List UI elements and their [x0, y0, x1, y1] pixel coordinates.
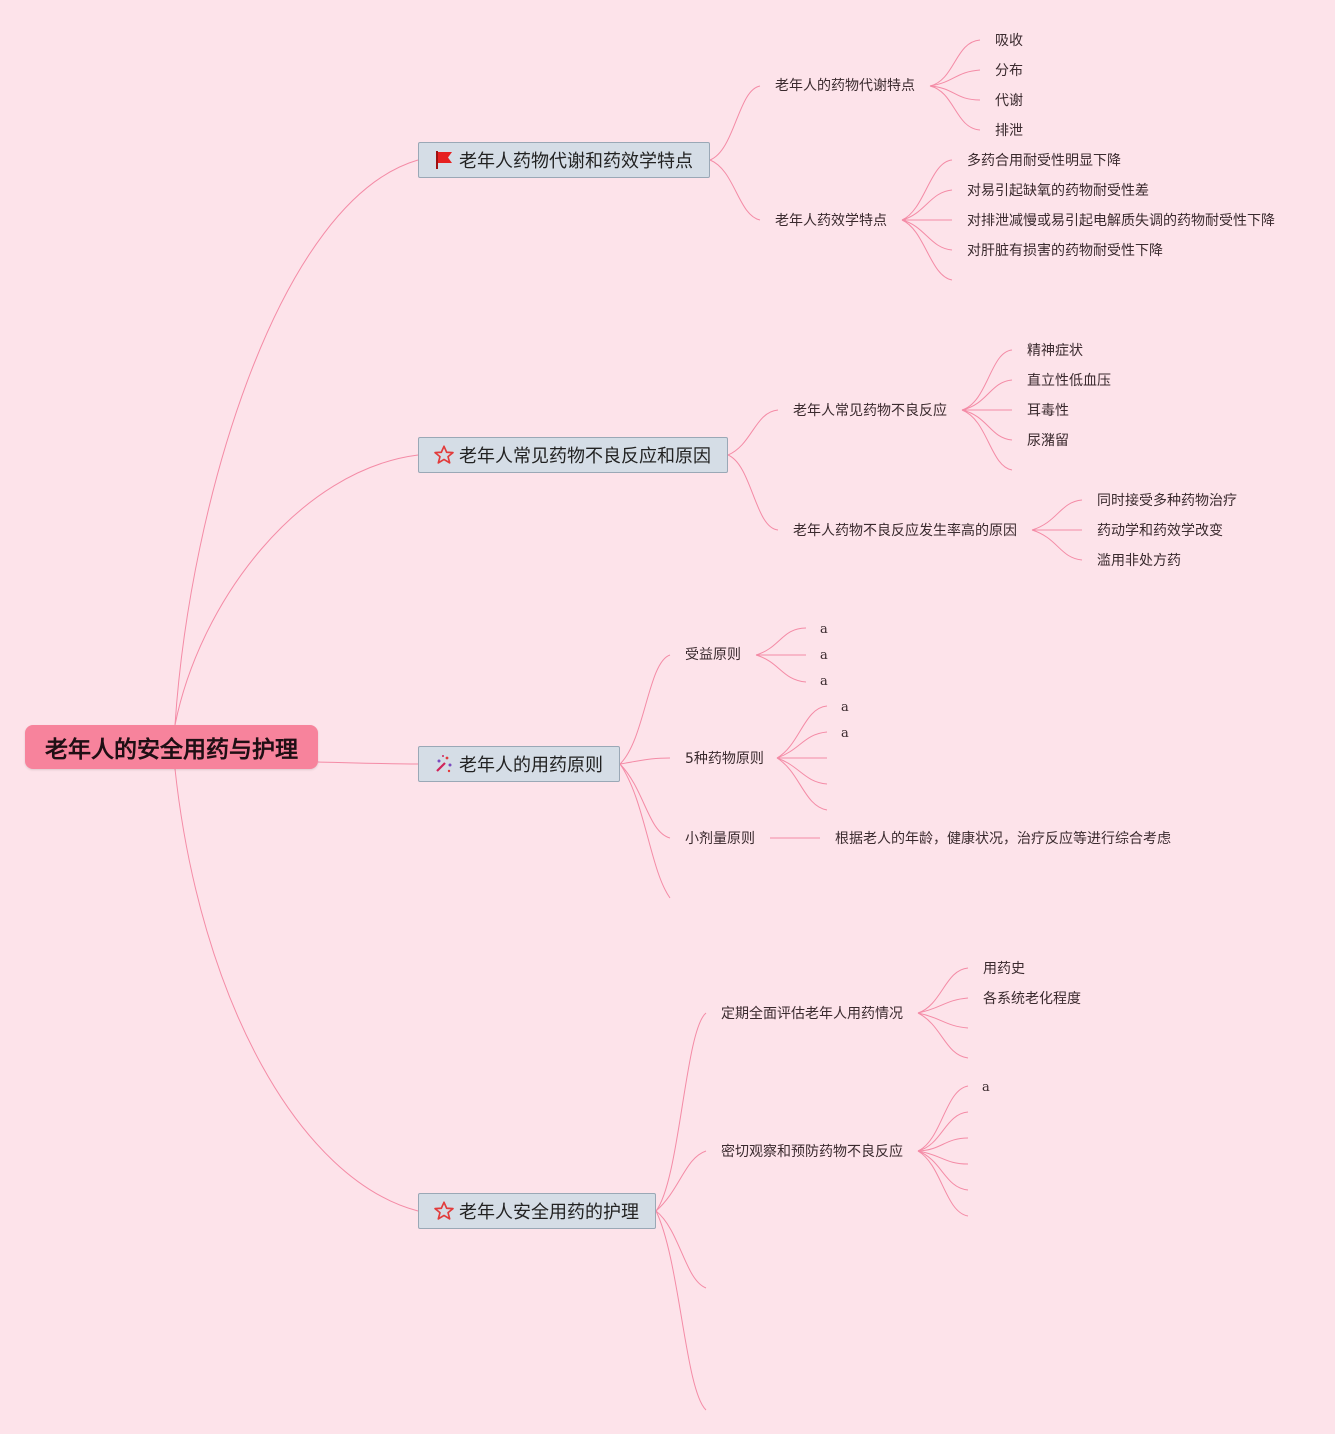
leaf-topic[interactable]: a: [982, 1080, 990, 1095]
leaf-topic[interactable]: 精神症状: [1027, 343, 1083, 359]
leaf-topic[interactable]: 对肝脏有损害的药物耐受性下降: [967, 243, 1163, 259]
branch-topic[interactable]: 老年人安全用药的护理: [418, 1193, 656, 1229]
subtopic[interactable]: 老年人药效学特点: [775, 213, 887, 229]
leaf-topic[interactable]: 代谢: [995, 93, 1023, 109]
subtopic[interactable]: 5种药物原则: [685, 751, 764, 767]
branch-topic[interactable]: 老年人的用药原则: [418, 746, 620, 782]
leaf-topic[interactable]: 用药史: [983, 961, 1025, 977]
root-topic[interactable]: 老年人的安全用药与护理: [25, 725, 318, 769]
leaf-topic[interactable]: 对排泄减慢或易引起电解质失调的药物耐受性下降: [967, 213, 1275, 229]
branch-label: 老年人常见药物不良反应和原因: [459, 446, 711, 467]
subtopic[interactable]: 老年人的药物代谢特点: [775, 78, 915, 94]
subtopic[interactable]: 受益原则: [685, 647, 741, 663]
leaf-topic[interactable]: 各系统老化程度: [983, 991, 1081, 1007]
sparkle-wand-icon: [433, 753, 455, 775]
leaf-topic[interactable]: 对易引起缺氧的药物耐受性差: [967, 183, 1149, 199]
branch-label: 老年人的用药原则: [459, 755, 603, 776]
leaf-topic[interactable]: a: [841, 700, 849, 715]
leaf-topic[interactable]: 根据老人的年龄，健康状况，治疗反应等进行综合考虑: [835, 831, 1171, 847]
leaf-topic[interactable]: 尿潴留: [1027, 433, 1069, 449]
leaf-topic[interactable]: a: [820, 622, 828, 637]
leaf-topic[interactable]: 直立性低血压: [1027, 373, 1111, 389]
leaf-topic[interactable]: 分布: [995, 63, 1023, 79]
subtopic[interactable]: 密切观察和预防药物不良反应: [721, 1144, 903, 1160]
branch-topic[interactable]: 老年人常见药物不良反应和原因: [418, 437, 728, 473]
red-flag-icon: [433, 149, 455, 171]
leaf-topic[interactable]: 同时接受多种药物治疗: [1097, 493, 1237, 509]
subtopic[interactable]: 定期全面评估老年人用药情况: [721, 1006, 903, 1022]
subtopic[interactable]: 老年人药物不良反应发生率高的原因: [793, 523, 1017, 539]
leaf-topic[interactable]: 药动学和药效学改变: [1097, 523, 1223, 539]
leaf-topic[interactable]: 排泄: [995, 123, 1023, 139]
leaf-topic[interactable]: 多药合用耐受性明显下降: [967, 153, 1121, 169]
branch-topic[interactable]: 老年人药物代谢和药效学特点: [418, 142, 710, 178]
subtopic[interactable]: 小剂量原则: [685, 831, 755, 847]
subtopic[interactable]: 老年人常见药物不良反应: [793, 403, 947, 419]
branch-label: 老年人药物代谢和药效学特点: [459, 151, 693, 172]
leaf-topic[interactable]: 吸收: [995, 33, 1023, 49]
star-outline-icon: [433, 1200, 455, 1222]
branch-label: 老年人安全用药的护理: [459, 1202, 639, 1223]
star-outline-icon: [433, 444, 455, 466]
leaf-topic[interactable]: a: [820, 648, 828, 663]
leaf-topic[interactable]: 滥用非处方药: [1097, 553, 1181, 569]
leaf-topic[interactable]: a: [820, 674, 828, 689]
leaf-topic[interactable]: a: [841, 726, 849, 741]
leaf-topic[interactable]: 耳毒性: [1027, 403, 1069, 419]
